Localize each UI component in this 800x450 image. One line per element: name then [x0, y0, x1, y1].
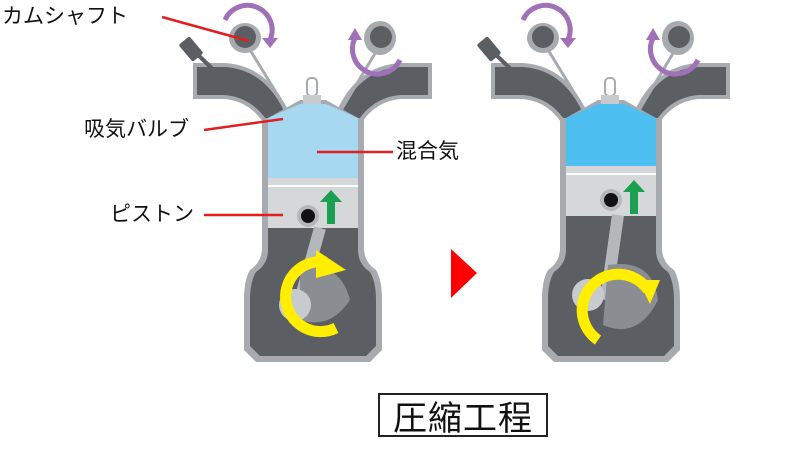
leader-camshaft: [161, 15, 250, 43]
engine-before: [176, 2, 432, 364]
mixture-before: [268, 118, 358, 178]
transition-arrow-icon: [451, 249, 477, 298]
mixture-after: [566, 118, 656, 166]
label-intake-valve: 吸気バルブ: [84, 117, 189, 141]
label-mixture: 混合気: [396, 139, 459, 163]
stroke-title: 圧縮工程: [378, 393, 548, 439]
label-camshaft: カムシャフト: [2, 4, 128, 28]
label-piston: ピストン: [110, 202, 194, 226]
leader-intake-valve: [203, 117, 284, 132]
engine-after: [474, 2, 730, 364]
